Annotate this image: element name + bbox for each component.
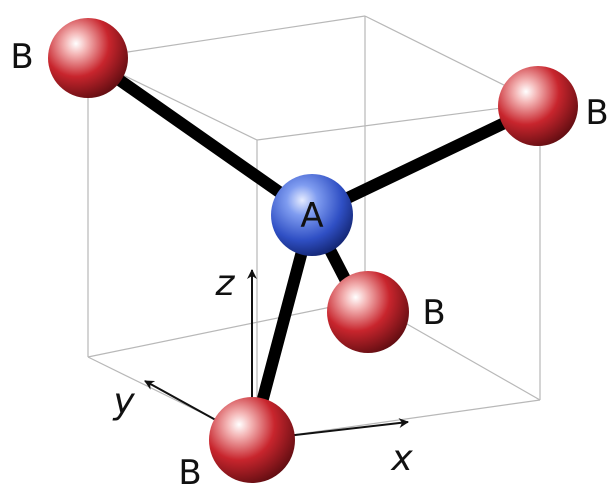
bond-top-right (306, 100, 546, 221)
label-b-front-right: B (422, 293, 445, 333)
atom-b-front-right (327, 271, 409, 353)
atom-b-bottom (209, 397, 295, 483)
axis-label-z: z (215, 263, 236, 304)
label-b-bottom: B (178, 453, 201, 492)
label-a-center: A (300, 196, 323, 236)
cube-edge (87, 15, 366, 59)
atom-a-center (271, 174, 353, 256)
label-b-top-right: B (585, 93, 608, 133)
atom-b-top-left (48, 18, 128, 98)
axis-label-y: y (112, 381, 135, 422)
label-b-top-left: B (10, 37, 33, 77)
cube-edge (256, 102, 541, 141)
axis-label-x: x (390, 438, 413, 479)
atom-b-top-right (498, 66, 578, 146)
bond-top-left (82, 52, 318, 221)
cube-edge (87, 299, 366, 358)
